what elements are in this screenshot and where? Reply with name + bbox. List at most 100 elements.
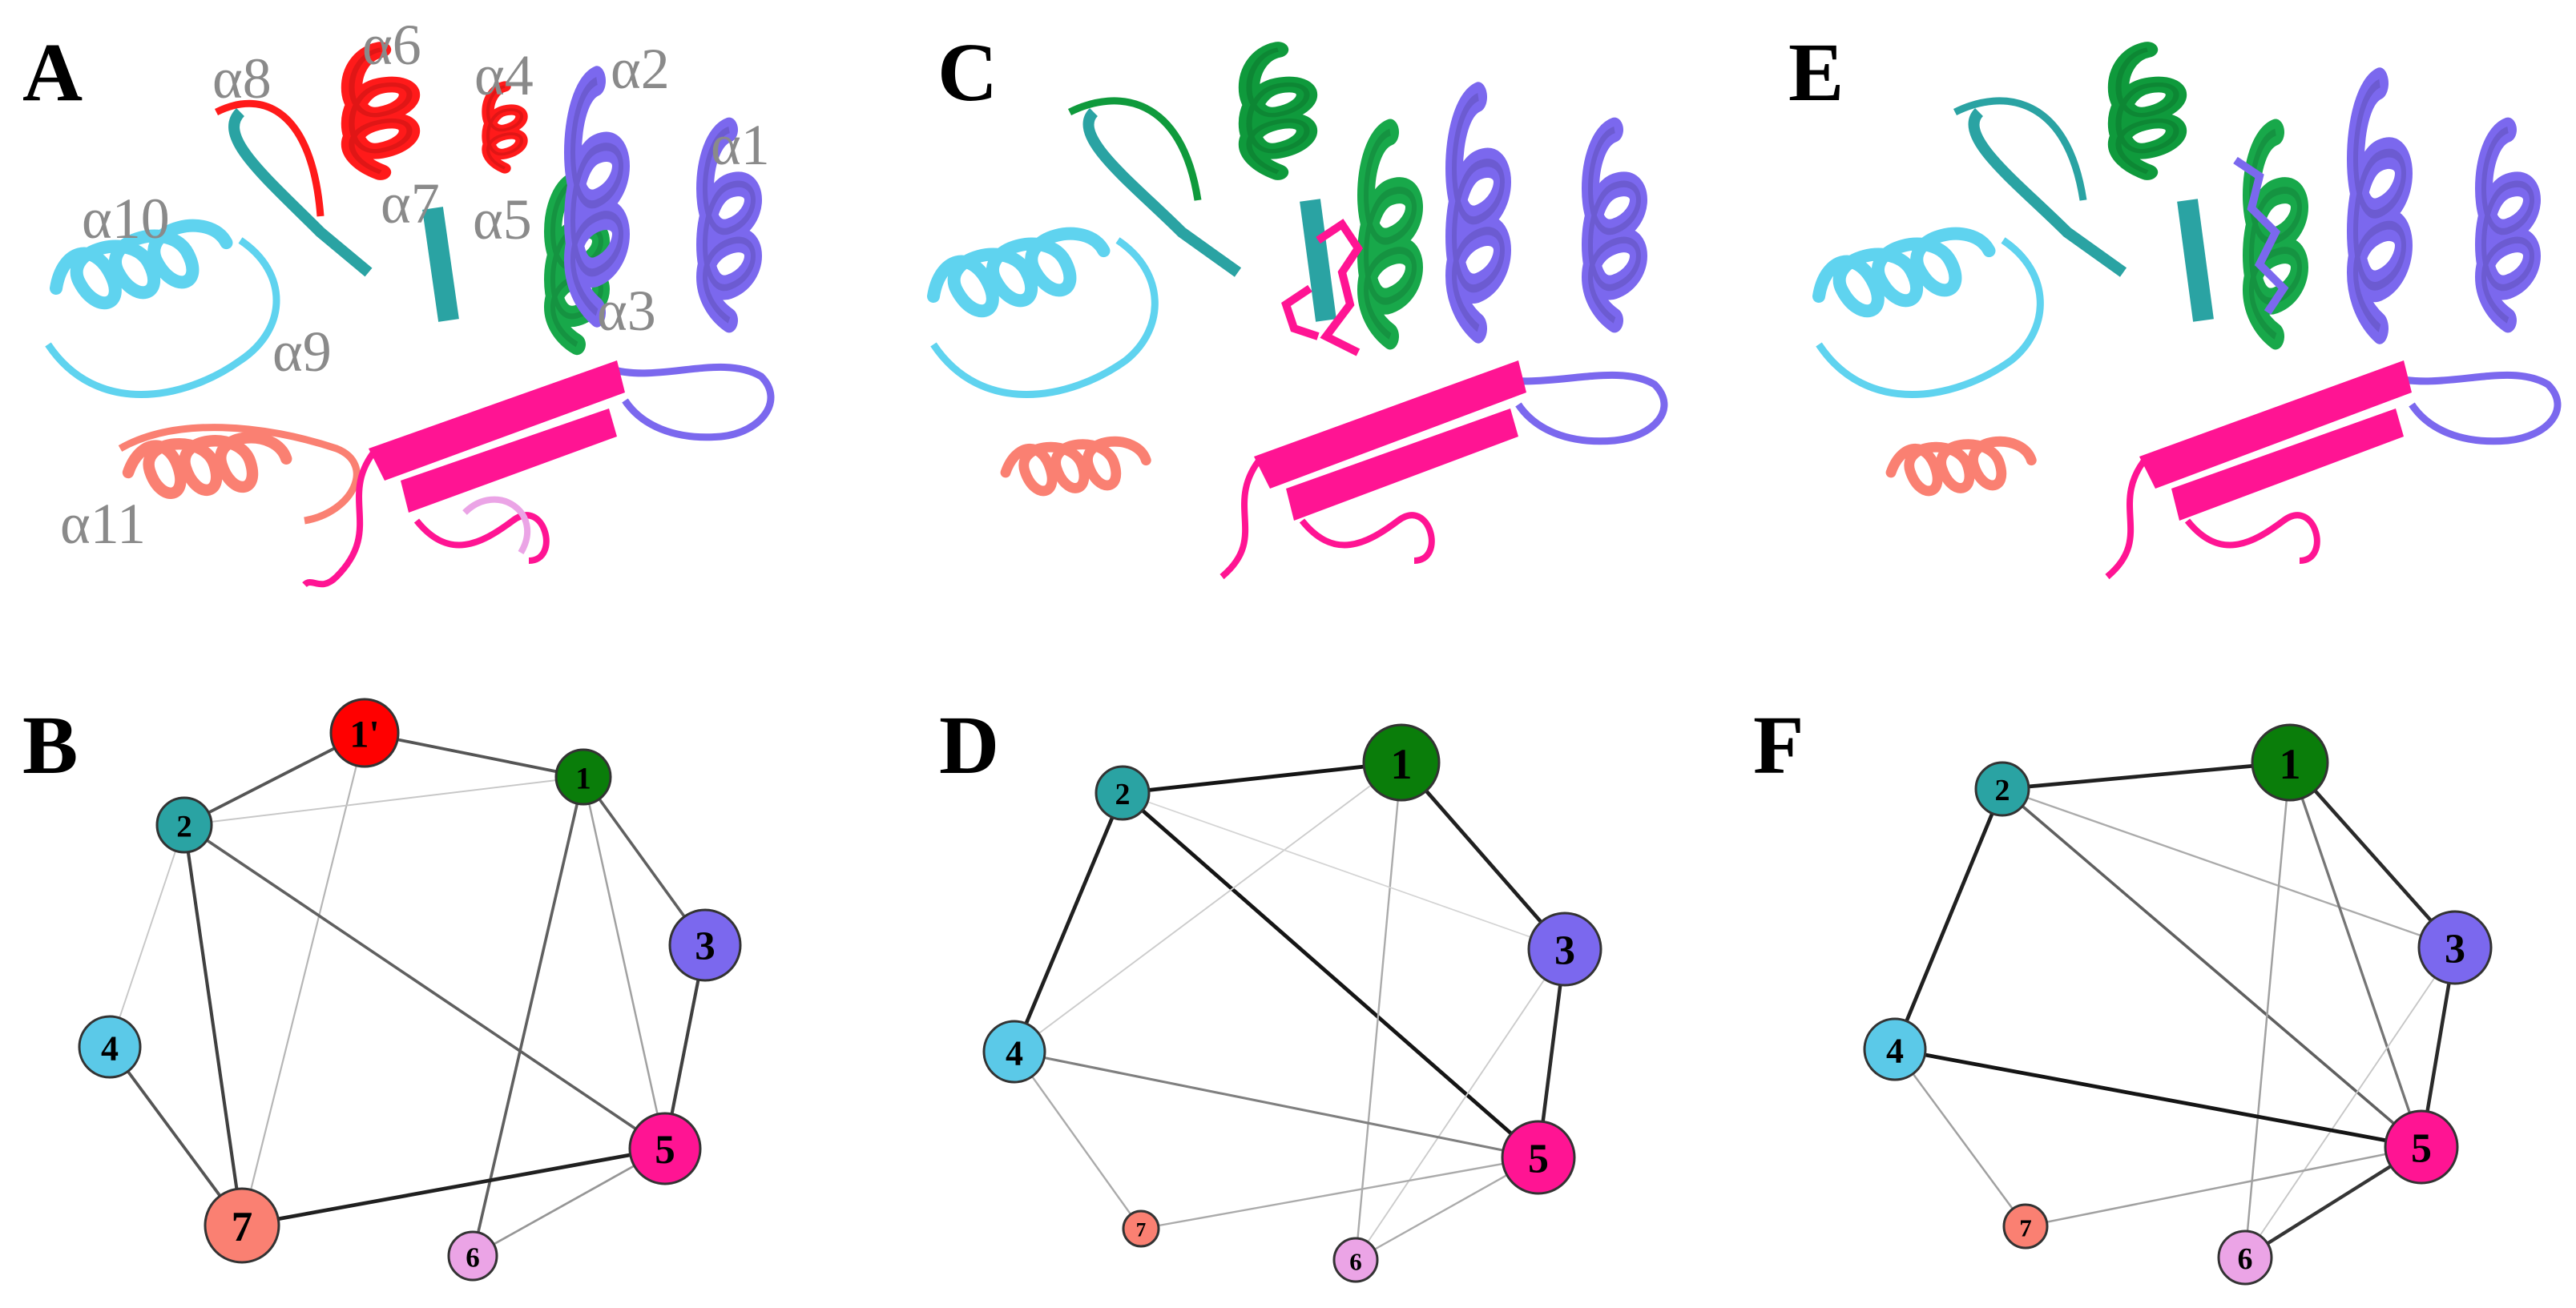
strand-teal-2	[2177, 199, 2214, 322]
network-edge-4-5	[1894, 1047, 2422, 1149]
helix-label: α10	[82, 187, 170, 251]
network-node-5	[628, 1112, 702, 1185]
network-edge-2-4	[109, 824, 185, 1048]
network-edge-1'-7	[240, 732, 366, 1226]
helix-label: α1	[711, 113, 770, 177]
network-node-label: 2	[1995, 774, 2010, 807]
network-node-5	[1501, 1120, 1576, 1195]
network-edge-4-5	[1014, 1050, 1539, 1159]
network-node-7	[204, 1187, 280, 1264]
loop-magenta	[1219, 454, 1435, 580]
network-node-label: 6	[2238, 1242, 2253, 1276]
network-node-2	[1974, 761, 2030, 817]
ligand-purple	[2233, 156, 2289, 315]
network-edge-2-7	[182, 824, 244, 1226]
network-node-1	[1362, 723, 1441, 802]
network-node-label: 1	[575, 762, 591, 796]
network-node-label: 1'	[349, 714, 379, 756]
strand-teal	[228, 108, 373, 277]
helix-purple-2	[2484, 130, 2532, 320]
network-node-label: 3	[1554, 928, 1575, 974]
network-edge-2-5	[2001, 787, 2423, 1149]
network-node-label: 6	[466, 1242, 480, 1274]
network-node-label: 3	[2445, 927, 2465, 972]
network-node-5	[2384, 1109, 2459, 1185]
network-node-4	[1863, 1017, 1927, 1081]
network-edge-2-3	[2002, 787, 2456, 949]
helix-green-2	[1366, 132, 1414, 336]
network-edge-1-4	[1014, 762, 1402, 1052]
sheet-magenta-2	[2171, 408, 2404, 521]
loop-cyan	[930, 237, 1159, 398]
panel-letter-a: A	[22, 26, 83, 119]
network-edge-1-6	[1354, 762, 1403, 1261]
helix-label: α7	[381, 171, 440, 235]
network-node-label: 4	[1006, 1034, 1023, 1073]
network-node-label: 5	[655, 1128, 675, 1173]
loop-purple	[1485, 371, 1668, 445]
helix-purple	[1454, 97, 1502, 328]
network-edge-7-5	[1140, 1156, 1539, 1230]
panel-letter-e: E	[1788, 26, 1844, 119]
network-node-6	[447, 1230, 498, 1282]
network-node-6	[1332, 1237, 1379, 1283]
network-node-label: 3	[695, 924, 716, 969]
network-node-6	[2217, 1230, 2273, 1286]
helix-label: α9	[272, 320, 332, 384]
network-edge-1-6	[2243, 762, 2292, 1258]
network-node-label: 5	[1528, 1137, 1549, 1182]
network-node-label: 7	[2019, 1214, 2032, 1242]
network-node-7	[1122, 1209, 1160, 1248]
network-edge-2-1	[2002, 760, 2291, 791]
loop-cyan	[45, 237, 280, 398]
strand-teal-2	[422, 207, 459, 322]
network-node-7	[2002, 1203, 2049, 1250]
helix-cyan	[926, 224, 1111, 322]
panel-letter-c: C	[937, 26, 998, 119]
network-node-1	[2251, 723, 2329, 802]
network-edge-1-5	[582, 776, 667, 1149]
network-edge-2-5	[183, 823, 667, 1150]
helix-label: α11	[60, 492, 146, 556]
helix-salmon	[126, 434, 288, 497]
panel-letter-b: B	[22, 699, 78, 791]
network-edge-7-5	[241, 1146, 666, 1228]
network-node-2	[1094, 765, 1151, 821]
sheet-magenta	[369, 360, 625, 481]
network-edge-7-5	[2025, 1145, 2422, 1228]
panel-letter-f: F	[1753, 699, 1804, 791]
sheet-magenta-2	[1286, 408, 1518, 521]
network-edge-2-1	[1122, 760, 1402, 795]
network-edge-1-6	[471, 776, 585, 1257]
network-edge-3-6	[1355, 948, 1566, 1261]
network-edge-4-7	[1893, 1048, 2027, 1227]
ligand-magenta	[1281, 219, 1364, 356]
sheet-magenta-2	[401, 408, 617, 513]
helix-green	[2118, 50, 2176, 172]
strand-teal	[1082, 108, 1242, 277]
network-edge-6-5	[472, 1147, 666, 1258]
network-edge-1'-1	[364, 731, 584, 779]
helix-purple	[2356, 83, 2404, 328]
structure-panel-a: A α8 α6 α4 α2 α1 α10 α7 α5 α3 α9 α11	[22, 13, 775, 588]
network-node-label: 4	[101, 1029, 119, 1069]
helix-label: α6	[362, 13, 421, 77]
network-node-3	[2417, 910, 2493, 985]
loop-magenta	[2105, 454, 2320, 580]
network-edge-3-6	[2244, 947, 2456, 1258]
loop-green	[1067, 97, 1202, 201]
network-node-label: 1	[2280, 740, 2301, 788]
network-node-4	[982, 1020, 1046, 1084]
loop-teal	[1953, 97, 2087, 201]
network-edge-1-3	[2288, 761, 2457, 949]
network-edges	[1012, 760, 1567, 1262]
helix-label: α2	[611, 37, 670, 101]
network-edge-1-2	[183, 776, 584, 826]
loop-red-a8	[214, 99, 325, 217]
